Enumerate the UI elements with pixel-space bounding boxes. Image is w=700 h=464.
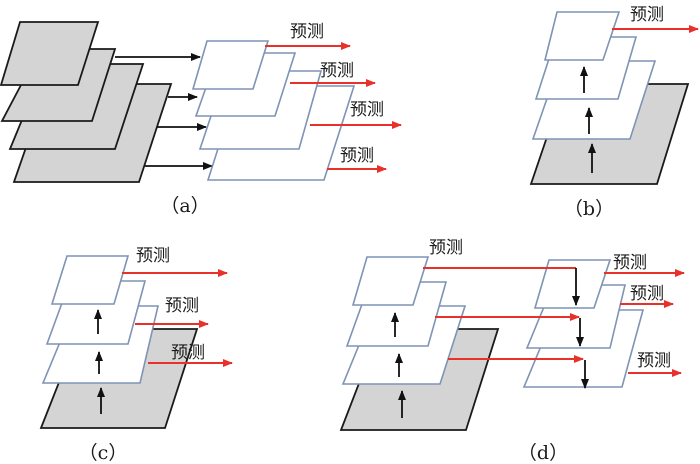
prediction-label-d-1: 预测 <box>613 253 647 273</box>
captions: （a） （b） （c） （d） <box>79 195 614 464</box>
top-down-level-1 <box>533 259 612 309</box>
prediction-label-a-2: 预测 <box>320 61 354 81</box>
prediction-label-d-topdown: 预测 <box>429 238 463 258</box>
panel-a <box>0 21 402 183</box>
panel-d <box>339 256 685 431</box>
prediction-label-c-3: 预测 <box>171 343 205 363</box>
feature-level-3 <box>543 11 621 61</box>
caption-d: （d） <box>518 442 568 464</box>
prediction-label-b-1: 预测 <box>630 5 664 25</box>
prediction-label-a-4: 预测 <box>340 146 374 166</box>
prediction-label-c-1: 预测 <box>136 246 170 266</box>
caption-a: （a） <box>160 195 209 217</box>
prediction-label-a-1: 预测 <box>290 22 324 42</box>
prediction-label-d-3: 预测 <box>637 351 671 371</box>
caption-c: （c） <box>79 442 128 464</box>
feature-map-plane-1 <box>191 40 270 90</box>
feature-level-3 <box>50 255 130 305</box>
prediction-labels: 预测 预测 预测 预测 预测 预测 预测 预测 预测 预测 预测 预测 <box>136 5 671 371</box>
bottom-up-level-3 <box>351 256 430 306</box>
prediction-label-a-3: 预测 <box>350 100 384 120</box>
input-image-plane-1 <box>0 21 100 86</box>
prediction-label-d-2: 预测 <box>630 284 664 304</box>
caption-b: （b） <box>564 198 614 220</box>
panel-c <box>39 255 233 429</box>
panel-b <box>529 11 699 185</box>
prediction-label-c-2: 预测 <box>165 296 199 316</box>
